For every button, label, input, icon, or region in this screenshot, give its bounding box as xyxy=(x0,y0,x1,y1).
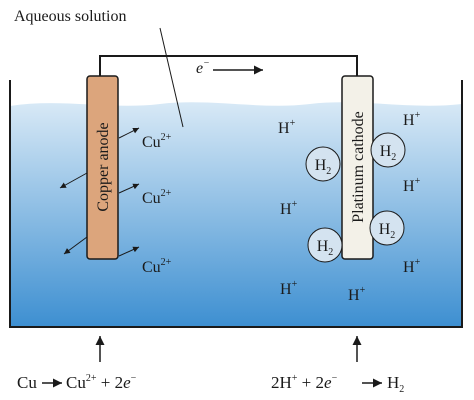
electron-label: e− xyxy=(196,58,210,77)
h-ion-3: H+ xyxy=(403,176,421,195)
h-ion-4: H+ xyxy=(280,199,298,218)
cu-ion-3: Cu2+ xyxy=(118,246,172,276)
svg-text:H2: H2 xyxy=(380,143,397,163)
svg-text:Cu2+: Cu2+ xyxy=(142,132,172,151)
anode-equation: Cu Cu2+ + 2e− xyxy=(17,373,137,392)
h2-bubble-2: H2 xyxy=(370,132,406,168)
h-ion-6: H+ xyxy=(280,279,298,298)
svg-text:H2: H2 xyxy=(315,157,332,177)
h2-bubble-3: H2 xyxy=(369,210,405,246)
anode-label: Copper anode xyxy=(95,122,112,211)
svg-text:H2: H2 xyxy=(317,238,334,258)
h-ion-2: H+ xyxy=(403,110,421,129)
cu-ion-2: Cu2+ xyxy=(118,183,172,207)
beaker-outline xyxy=(9,80,463,328)
h2-bubble-4: H2 xyxy=(307,227,343,263)
solution-pointer xyxy=(159,27,184,128)
svg-text:H2: H2 xyxy=(379,221,396,241)
svg-text:Cu2+: Cu2+ xyxy=(142,257,172,276)
h-ion-7: H+ xyxy=(348,285,366,304)
h-ion-1: H+ xyxy=(278,118,296,137)
platinum-cathode xyxy=(341,75,374,260)
svg-text:Cu: Cu xyxy=(17,373,37,392)
svg-text:2H+ + 2e−: 2H+ + 2e− xyxy=(271,373,338,392)
cu-ion-1: Cu2+ xyxy=(118,127,172,151)
cathode-label: Platinum cathode xyxy=(350,111,367,223)
svg-text:Cu2+ + 2e−: Cu2+ + 2e− xyxy=(66,373,137,392)
solution-label: Aqueous solution xyxy=(14,8,126,25)
cathode-equation: 2H+ + 2e− H2 xyxy=(271,373,404,395)
h-ion-5: H+ xyxy=(403,257,421,276)
svg-text:Cu2+: Cu2+ xyxy=(142,188,172,207)
ion-motion-arrow-left-1 xyxy=(59,172,88,189)
ion-motion-arrow-left-2 xyxy=(63,236,88,255)
h2-bubble-1: H2 xyxy=(305,146,341,182)
external-wire xyxy=(99,55,358,76)
copper-anode xyxy=(86,75,119,260)
svg-text:H2: H2 xyxy=(387,373,404,395)
